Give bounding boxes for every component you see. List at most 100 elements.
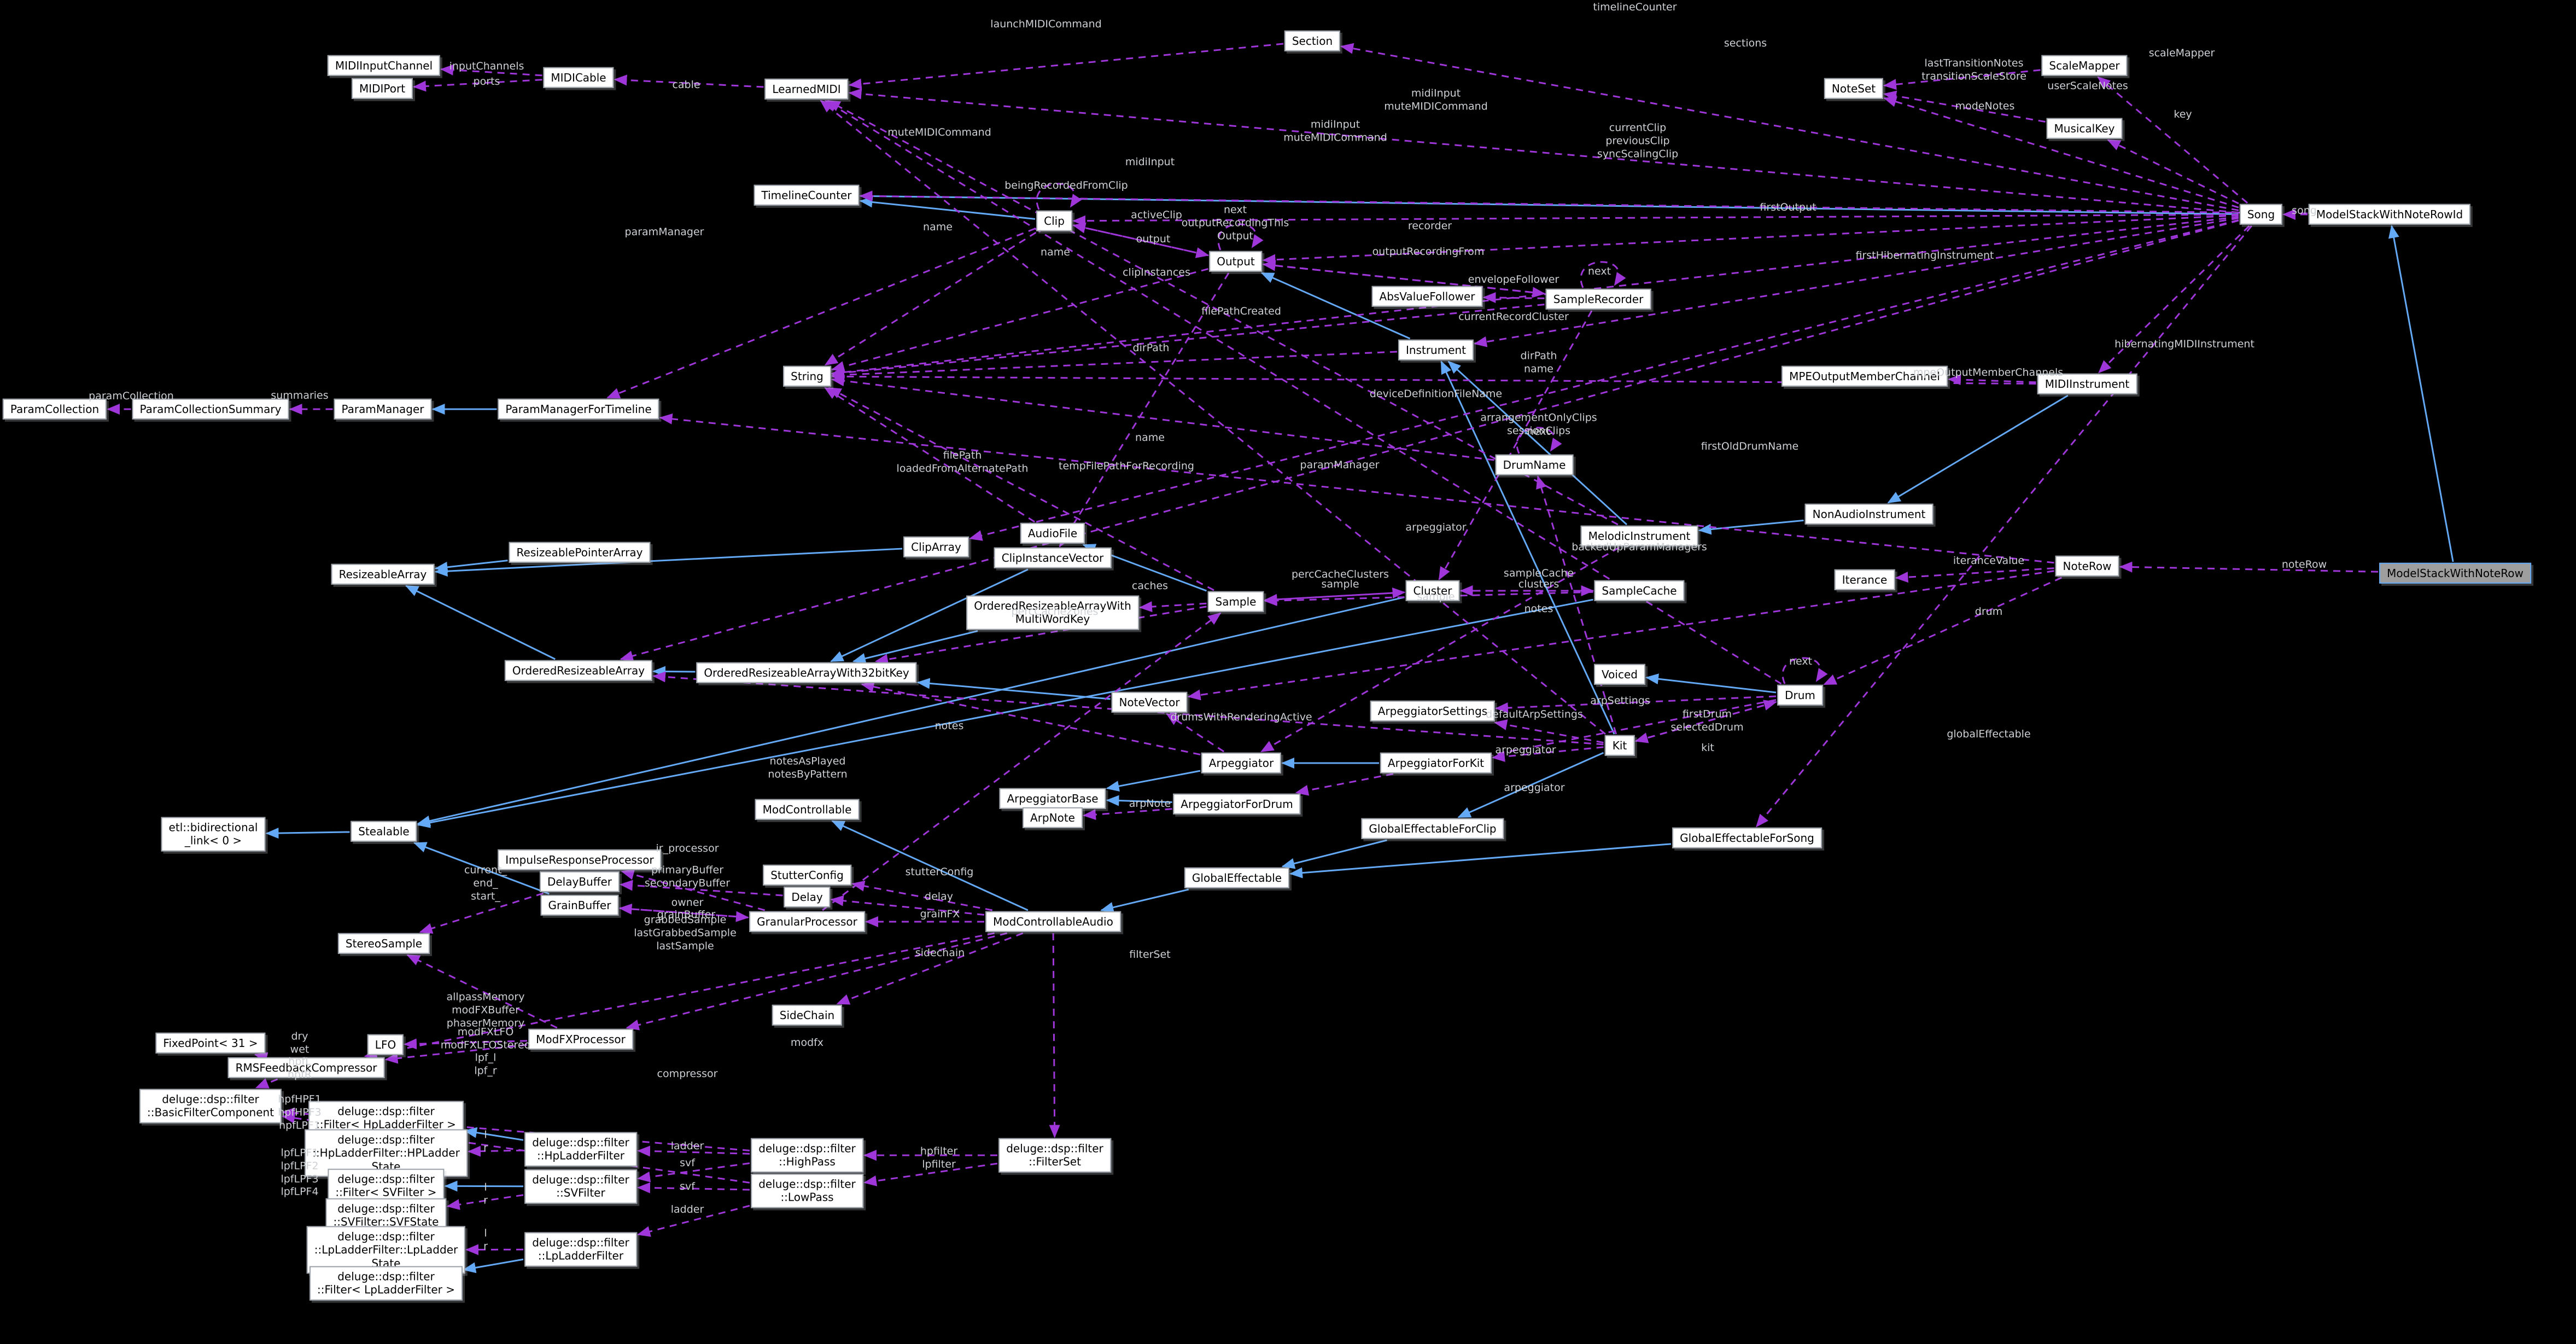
node-delay[interactable]: Delay <box>784 886 831 908</box>
node-audio-file[interactable]: AudioFile <box>1020 522 1085 544</box>
node-stealable[interactable]: Stealable <box>351 821 417 842</box>
edge-oraw32-ordered-resizeable-array <box>652 666 696 677</box>
node-sample-cache[interactable]: SampleCache <box>1594 580 1685 602</box>
node-string[interactable]: String <box>783 365 831 387</box>
node-granular-processor[interactable]: GranularProcessor <box>749 911 865 933</box>
node-output[interactable]: Output <box>1209 251 1263 272</box>
node-drum-name[interactable]: DrumName <box>1495 454 1574 476</box>
node-pmft[interactable]: ParamManagerForTimeline <box>498 398 659 420</box>
node-midi-instrument[interactable]: MIDIInstrument <box>2037 373 2137 395</box>
node-stutter-config[interactable]: StutterConfig <box>763 864 851 886</box>
node-note-row[interactable]: NoteRow <box>2055 555 2119 577</box>
node-kit[interactable]: Kit <box>1604 735 1635 757</box>
node-non-audio-instrument[interactable]: NonAudioInstrument <box>1804 503 1934 525</box>
node-voiced[interactable]: Voiced <box>1594 664 1645 685</box>
node-arpeggiator-settings[interactable]: ArpeggiatorSettings <box>1370 700 1496 722</box>
node-gefs[interactable]: GlobalEffectableForSong <box>1672 827 1822 849</box>
edge-melodic-instrument-instrument <box>1447 360 1628 526</box>
node-etl-link[interactable]: etl::bidirectional _link< 0 > <box>161 817 266 852</box>
node-irp[interactable]: ImpulseResponseProcessor <box>498 849 662 871</box>
node-song[interactable]: Song <box>2239 203 2283 225</box>
node-mpe-output-member-channel[interactable]: MPEOutputMemberChannel <box>1781 365 1948 387</box>
edge-drum-voiced <box>1645 673 1777 694</box>
node-hp-ladder-filter[interactable]: deluge::dsp::filter ::HpLadderFilter <box>524 1132 637 1167</box>
node-resizeable-array[interactable]: ResizeableArray <box>331 563 435 585</box>
node-sample-recorder[interactable]: SampleRecorder <box>1545 288 1651 310</box>
node-modfx-processor[interactable]: ModFXProcessor <box>528 1028 633 1050</box>
node-clip[interactable]: Clip <box>1036 210 1072 232</box>
edge-instrument-output <box>1260 272 1411 340</box>
node-side-chain[interactable]: SideChain <box>772 1004 843 1026</box>
node-mswnrid[interactable]: ModelStackWithNoteRowId <box>2308 203 2471 225</box>
node-midi-cable[interactable]: MIDICable <box>543 67 614 89</box>
node-filter-lp[interactable]: deluge::dsp::filter ::Filter< LpLadderFi… <box>309 1266 463 1301</box>
node-mca[interactable]: ModControllableAudio <box>985 911 1121 933</box>
node-param-collection[interactable]: ParamCollection <box>2 398 107 420</box>
edge-kit-gefc <box>1457 752 1604 818</box>
edge-kit-instrument <box>1440 360 1615 735</box>
node-filterset[interactable]: deluge::dsp::filter ::FilterSet <box>998 1138 1111 1173</box>
node-highpass[interactable]: deluge::dsp::filter ::HighPass <box>751 1138 863 1173</box>
node-arpeggiator[interactable]: Arpeggiator <box>1201 752 1282 774</box>
node-clip-array[interactable]: ClipArray <box>903 536 969 558</box>
edge-svfilter-svf-state <box>446 1194 524 1210</box>
node-note-vector[interactable]: NoteVector <box>1111 691 1188 713</box>
node-melodic-instrument[interactable]: MelodicInstrument <box>1580 525 1698 547</box>
node-resizeable-pointer-array[interactable]: ResizeablePointerArray <box>509 542 651 563</box>
node-midi-input-channel[interactable]: MIDIInputChannel <box>327 55 441 77</box>
node-arpeggiator-base[interactable]: ArpeggiatorBase <box>999 788 1106 810</box>
edge-kit-ordered-resizeable-array <box>652 671 1604 746</box>
edge-arpeggiator-arpeggiator-base <box>1106 770 1201 792</box>
node-musical-key[interactable]: MusicalKey <box>2046 118 2123 139</box>
node-section[interactable]: Section <box>1284 30 1341 52</box>
node-grain-buffer[interactable]: GrainBuffer <box>540 894 619 916</box>
node-learned-midi[interactable]: LearnedMIDI <box>764 78 849 100</box>
edge-song-musical-key <box>2107 139 2239 205</box>
edge-note-vector-oraw32 <box>916 678 1111 700</box>
node-arpeggiator-for-drum[interactable]: ArpeggiatorForDrum <box>1173 793 1301 815</box>
node-lfo[interactable]: LFO <box>367 1034 404 1056</box>
node-arpeggiator-for-kit[interactable]: ArpeggiatorForKit <box>1380 752 1492 774</box>
node-global-effectable[interactable]: GlobalEffectable <box>1184 867 1290 889</box>
node-lowpass[interactable]: deluge::dsp::filter ::LowPass <box>751 1173 863 1208</box>
edge-kit-arpeggiator-settings <box>1494 719 1604 744</box>
node-midi-port[interactable]: MIDIPort <box>351 78 413 100</box>
edge-delay-delay-buffer <box>620 880 783 897</box>
edge-sample-recorder-output <box>1262 260 1545 295</box>
edge-drum-arpeggiator-for-drum <box>1295 699 1777 796</box>
edge-ordered-resizeable-array-resizeable-array <box>405 585 556 660</box>
node-drum[interactable]: Drum <box>1777 684 1823 706</box>
node-instrument[interactable]: Instrument <box>1398 339 1474 361</box>
node-rms[interactable]: RMSFeedbackCompressor <box>227 1057 385 1079</box>
node-abs-value-follower[interactable]: AbsValueFollower <box>1371 286 1483 307</box>
node-mswnr[interactable]: ModelStackWithNoteRow <box>2379 562 2531 584</box>
node-param-manager[interactable]: ParamManager <box>334 398 432 420</box>
node-scale-mapper[interactable]: ScaleMapper <box>2041 55 2128 77</box>
node-filter-svf[interactable]: deluge::dsp::filter ::Filter< SVFilter > <box>328 1168 445 1203</box>
edge-midi-cable-midi-port <box>413 79 542 92</box>
node-cluster[interactable]: Cluster <box>1405 580 1460 602</box>
node-sample[interactable]: Sample <box>1207 591 1264 613</box>
node-arp-note[interactable]: ArpNote <box>1023 807 1083 829</box>
node-basic-filter-component[interactable]: deluge::dsp::filter ::BasicFilterCompone… <box>139 1089 282 1124</box>
node-delay-buffer[interactable]: DelayBuffer <box>539 871 620 893</box>
node-mod-controllable[interactable]: ModControllable <box>755 799 860 821</box>
node-oraw32[interactable]: OrderedResizeableArrayWith32bitKey <box>696 662 917 684</box>
node-note-set[interactable]: NoteSet <box>1824 78 1884 100</box>
node-fixed-point[interactable]: FixedPoint< 31 > <box>155 1032 266 1054</box>
edge-non-audio-instrument-melodic-instrument <box>1698 519 1804 535</box>
edge-highpass-hp-ladder-filter <box>637 1145 750 1157</box>
node-svfilter[interactable]: deluge::dsp::filter ::SVFilter <box>524 1169 637 1204</box>
node-clip-instance-vector[interactable]: ClipInstanceVector <box>994 547 1112 569</box>
node-timeline-counter[interactable]: TimelineCounter <box>753 184 860 206</box>
node-iterance[interactable]: Iterance <box>1834 569 1895 591</box>
node-param-collection-summary[interactable]: ParamCollectionSummary <box>132 398 289 420</box>
node-gefc[interactable]: GlobalEffectableForClip <box>1361 818 1504 840</box>
node-lp-ladder-filter[interactable]: deluge::dsp::filter ::LpLadderFilter <box>524 1232 637 1267</box>
node-stereo-sample[interactable]: StereoSample <box>337 933 430 955</box>
node-orawmwk[interactable]: OrderedResizeableArrayWith MultiWordKey <box>966 595 1139 630</box>
node-ordered-resizeable-array[interactable]: OrderedResizeableArray <box>504 660 653 682</box>
edge-lp-ladder-filter-filter-lp <box>463 1258 524 1273</box>
edge-granular-processor-grain-buffer <box>618 903 749 918</box>
